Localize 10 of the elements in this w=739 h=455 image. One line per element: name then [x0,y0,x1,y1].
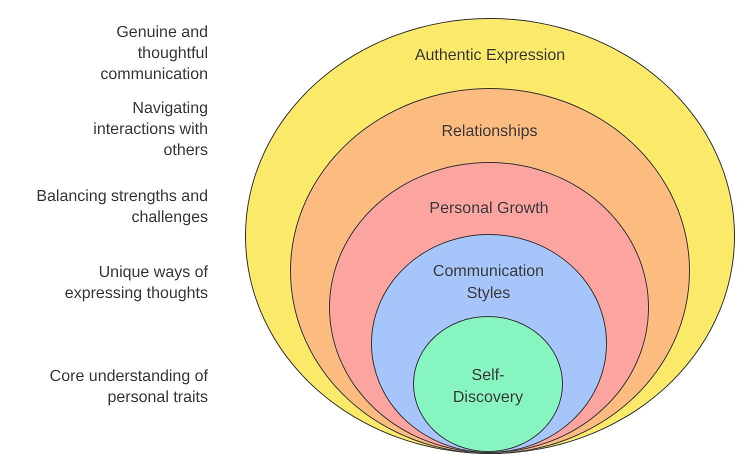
layer-description: Navigating interactions with others [92,99,208,161]
layer-title: Relationships [440,122,539,142]
layer-description: Unique ways of expressing thoughts [64,263,208,304]
layer-title: Communication Styles [432,262,546,304]
layer-title: Personal Growth [428,199,550,219]
layer-description: Genuine and thoughtful communication [99,23,208,85]
layer-description: Balancing strengths and challenges [35,187,208,228]
layer-title: Authentic Expression [414,46,566,66]
layer-description: Core understanding of personal traits [48,367,208,408]
layer-title: Self-Discovery [452,366,524,408]
